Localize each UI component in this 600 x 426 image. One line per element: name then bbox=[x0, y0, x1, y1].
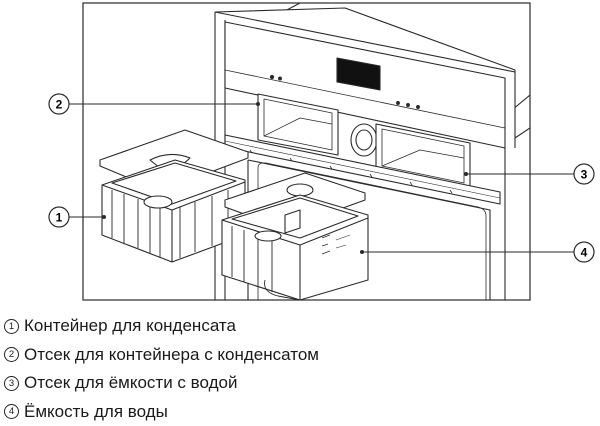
appliance-figure: 1 2 3 4 bbox=[0, 0, 600, 305]
legend-number-2: 2 bbox=[4, 347, 19, 362]
legend-item-2: 2 Отсек для контейнера с конденсатом bbox=[4, 341, 596, 370]
legend-text-4: Ёмкость для воды bbox=[24, 402, 168, 422]
legend-text-3: Отсек для ёмкости с водой bbox=[24, 373, 237, 393]
callout-1-label: 1 bbox=[56, 211, 63, 225]
callout-4: 4 bbox=[574, 242, 594, 262]
legend-item-1: 1 Контейнер для конденсата bbox=[4, 312, 596, 341]
legend-text-2: Отсек для контейнера с конденсатом bbox=[24, 345, 319, 365]
callout-3: 3 bbox=[574, 164, 594, 184]
figure-legend: 1 Контейнер для конденсата 2 Отсек для к… bbox=[4, 312, 596, 426]
oven-illustration: 1 2 3 4 bbox=[0, 0, 600, 305]
callout-2: 2 bbox=[49, 94, 69, 114]
callout-4-label: 4 bbox=[581, 246, 588, 260]
legend-number-4: 4 bbox=[4, 404, 19, 419]
callout-3-label: 3 bbox=[581, 168, 588, 182]
legend-number-1: 1 bbox=[4, 319, 19, 334]
legend-item-3: 3 Отсек для ёмкости с водой bbox=[4, 369, 596, 398]
legend-number-3: 3 bbox=[4, 376, 19, 391]
legend-item-4: 4 Ёмкость для воды bbox=[4, 398, 596, 426]
legend-text-1: Контейнер для конденсата bbox=[24, 316, 236, 336]
callout-1: 1 bbox=[49, 207, 69, 227]
callout-2-label: 2 bbox=[56, 98, 63, 112]
